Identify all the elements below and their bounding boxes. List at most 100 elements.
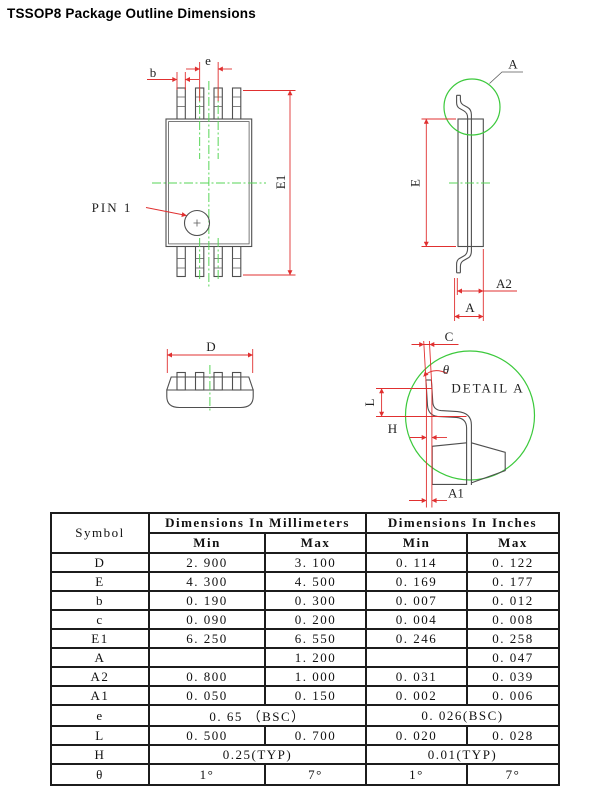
front-view: D [166, 339, 254, 412]
cell-in-min: 0. 002 [365, 685, 469, 706]
header-inch: Dimensions In Inches [365, 512, 561, 534]
cell-symbol: E1 [50, 628, 150, 649]
cell-mm-max: 0. 700 [263, 725, 368, 746]
cell-mm-min: 0. 500 [148, 725, 266, 746]
cell-mm-max: 6. 550 [263, 628, 368, 649]
cell-in-max: 0. 047 [466, 647, 561, 668]
cell-symbol: A2 [50, 666, 150, 687]
page-title: TSSOP8 Package Outline Dimensions [7, 6, 256, 21]
detail-a-view: C θ DETAIL A L H A1 [362, 329, 536, 508]
label-l: L [362, 398, 377, 406]
cell-in-max: 0. 028 [466, 725, 561, 746]
label-pin1: PIN 1 [92, 200, 133, 215]
detail-callout-circle [443, 78, 501, 136]
detail-dimensions [376, 340, 467, 508]
cell-symbol: b [50, 590, 150, 611]
cell-in-min: 0. 031 [365, 666, 469, 687]
dimensions-table: Symbol Dimensions In Millimeters Dimensi… [50, 512, 561, 786]
cell-in-min: 0. 169 [365, 571, 469, 592]
cell-mm-min: 0. 050 [148, 685, 266, 706]
header-mm: Dimensions In Millimeters [147, 512, 368, 534]
cell-in-min: 0. 114 [365, 552, 469, 573]
cell-mm-max: 0. 300 [263, 590, 368, 611]
label-d: D [206, 339, 215, 354]
label-detail-a: DETAIL A [451, 381, 524, 396]
table-row: D 2. 900 3. 100 0. 114 0. 122 [50, 552, 561, 573]
table-row: H 0.25(TYP) 0.01(TYP) [50, 744, 561, 765]
cell-symbol: L [50, 725, 150, 746]
header-mm-max: Max [263, 532, 368, 554]
label-a2: A2 [496, 276, 512, 291]
detail-body-right [471, 442, 506, 484]
label-h: H [388, 421, 397, 436]
table-header-row-1: Symbol Dimensions In Millimeters Dimensi… [50, 512, 561, 554]
cell-mm-min: 0. 090 [148, 609, 266, 630]
cell-in-min [365, 647, 469, 668]
table-row: E 4. 300 4. 500 0. 169 0. 177 [50, 571, 561, 592]
cell-symbol: e [50, 704, 150, 727]
table-row: A2 0. 800 1. 000 0. 031 0. 039 [50, 666, 561, 687]
cell-mm-max: 1. 200 [263, 647, 368, 668]
cell-in-min: 0. 004 [365, 609, 469, 630]
table-row: θ 1° 7° 1° 7° [50, 763, 561, 786]
cell-mm-max: 7° [263, 763, 368, 786]
cell-mm-max: 1. 000 [263, 666, 368, 687]
label-e-side: E [408, 179, 423, 187]
front-pins [176, 371, 242, 391]
label-theta: θ [443, 362, 450, 377]
cell-mm-max: 4. 500 [263, 571, 368, 592]
top-view-dimensions [145, 62, 296, 276]
detail-circle [404, 350, 536, 481]
cell-mm-min: 0. 800 [148, 666, 266, 687]
side-view: A E A2 A [408, 57, 523, 321]
cell-symbol: A [50, 647, 150, 668]
cell-symbol: H [50, 744, 150, 765]
package-outline-drawing: b e E1 PIN 1 A E A2 A [92, 53, 536, 508]
cell-in-span: 0. 026(BSC) [365, 704, 561, 727]
cell-in-min: 0. 246 [365, 628, 469, 649]
cell-mm-min: 1° [148, 763, 266, 786]
header-in-min: Min [365, 532, 469, 554]
top-view: b e E1 PIN 1 [92, 53, 296, 288]
label-e: e [205, 53, 211, 68]
cell-in-max: 0. 008 [466, 609, 561, 630]
cell-mm-min [148, 647, 266, 668]
side-view-dimensions [421, 118, 517, 321]
cell-in-max: 0. 177 [466, 571, 561, 592]
table-row: e 0. 65 （BSC） 0. 026(BSC) [50, 704, 561, 727]
table-row: A1 0. 050 0. 150 0. 002 0. 006 [50, 685, 561, 706]
label-a-dim: A [465, 300, 475, 315]
cell-in-max: 0. 012 [466, 590, 561, 611]
label-e1: E1 [273, 175, 288, 189]
front-view-dimensions [166, 349, 254, 373]
table-row: c 0. 090 0. 200 0. 004 0. 008 [50, 609, 561, 630]
header-in-max: Max [466, 532, 561, 554]
table-row: L 0. 500 0. 700 0. 020 0. 028 [50, 725, 561, 746]
cell-mm-min: 6. 250 [148, 628, 266, 649]
label-a-callout: A [508, 57, 518, 72]
cell-in-max: 0. 039 [466, 666, 561, 687]
cell-mm-min: 0. 190 [148, 590, 266, 611]
cell-in-min: 0. 020 [365, 725, 469, 746]
table-row: A 1. 200 0. 047 [50, 647, 561, 668]
cell-mm-min: 4. 300 [148, 571, 266, 592]
table-row: b 0. 190 0. 300 0. 007 0. 012 [50, 590, 561, 611]
cell-symbol: A1 [50, 685, 150, 706]
cell-in-min: 1° [365, 763, 469, 786]
cell-mm-span: 0.25(TYP) [147, 744, 368, 765]
header-mm-min: Min [148, 532, 266, 554]
label-c: C [445, 329, 454, 344]
front-body [166, 389, 254, 409]
label-b: b [150, 65, 157, 80]
pin1-indicator [183, 209, 211, 237]
cell-mm-min: 2. 900 [148, 552, 266, 573]
table-header-row-2: Min Max Min Max [51, 532, 561, 554]
cell-symbol: E [50, 571, 150, 592]
cell-mm-span: 0. 65 （BSC） [147, 704, 368, 727]
cell-in-max: 0. 258 [466, 628, 561, 649]
cell-symbol: D [50, 552, 150, 573]
cell-symbol: c [50, 609, 150, 630]
cell-symbol: θ [50, 763, 150, 786]
cell-in-max: 7° [466, 763, 561, 786]
cell-mm-max: 3. 100 [263, 552, 368, 573]
